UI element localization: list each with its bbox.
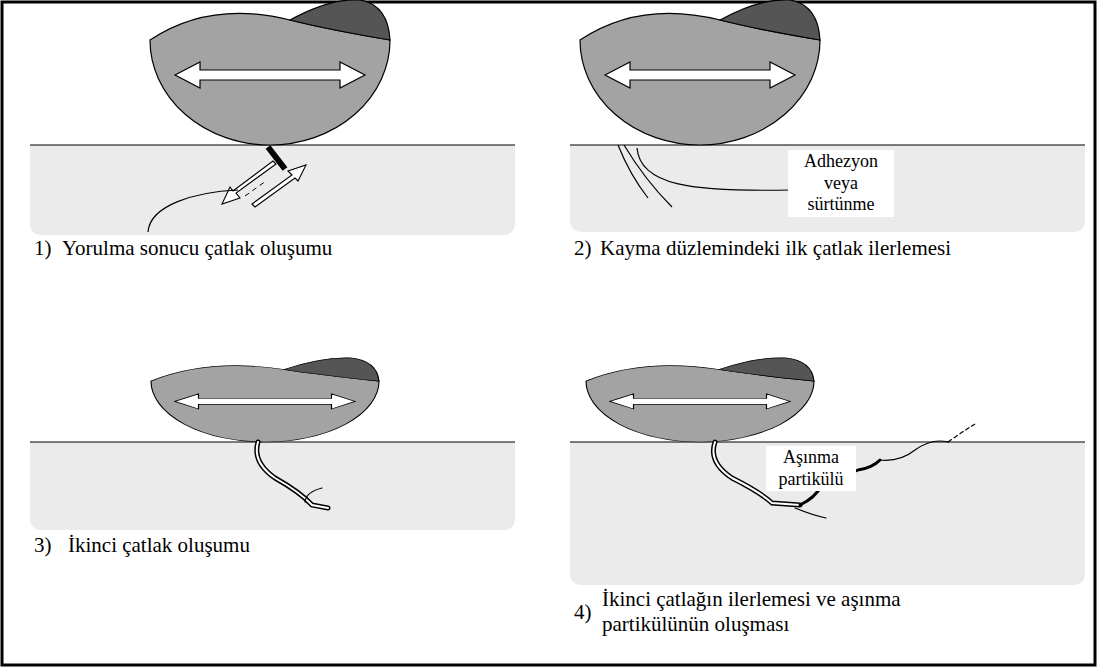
ball (150, 0, 390, 145)
crack (257, 442, 328, 508)
surface (30, 442, 515, 530)
callout-label: Aşınma partikülü (766, 446, 856, 491)
caption-number: 1) (34, 236, 52, 261)
caption: İkinci çatlak oluşumu (68, 533, 250, 558)
caption-number: 2) (574, 236, 592, 261)
surface (570, 145, 1085, 232)
caption: Yorulma sonucu çatlak oluşumu (62, 236, 332, 261)
caption: İkinci çatlağın ilerlemesi ve aşınma par… (602, 587, 982, 637)
surface (30, 145, 515, 235)
ball (151, 358, 379, 442)
crack (618, 145, 790, 207)
ball (580, 0, 820, 145)
ball (586, 358, 814, 442)
caption: Kayma düzlemindeki ilk çatlak ilerlemesi (600, 236, 951, 261)
caption-number: 3) (34, 533, 52, 558)
callout-label: Adhezyon veya sürtünme (788, 150, 894, 217)
crack (713, 424, 975, 518)
surface (570, 442, 1085, 585)
caption-number: 4) (574, 600, 592, 625)
crack (148, 147, 306, 232)
